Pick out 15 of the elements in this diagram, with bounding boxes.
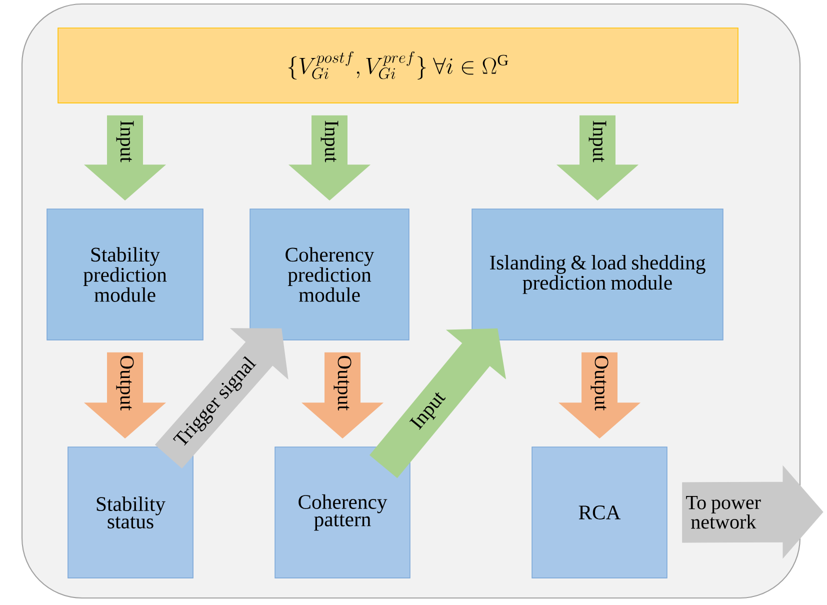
- edge-label: Output: [116, 356, 134, 411]
- module-box: Coherency prediction module: [250, 208, 410, 340]
- edge-label: Output: [334, 356, 352, 411]
- block-arrow: [682, 465, 824, 559]
- edge-label: Input: [116, 120, 134, 162]
- edge-label: Output: [590, 356, 608, 411]
- output-box: Stability status: [68, 446, 194, 578]
- edge-label: Input: [588, 120, 606, 162]
- module-box: Islanding & load shedding prediction module: [472, 208, 724, 340]
- module-box: Stability prediction module: [46, 208, 204, 340]
- edge-label: To power network: [686, 496, 761, 529]
- input-bar: $\{V_{Gi}^{postf},V_{Gi}^{pref}\}\ \forall i\in\Omega^{\mathrm{G}}$: [58, 28, 738, 104]
- output-box: Coherency pattern: [274, 446, 410, 578]
- edge-label: Input: [320, 120, 338, 162]
- output-box: RCA: [532, 446, 668, 578]
